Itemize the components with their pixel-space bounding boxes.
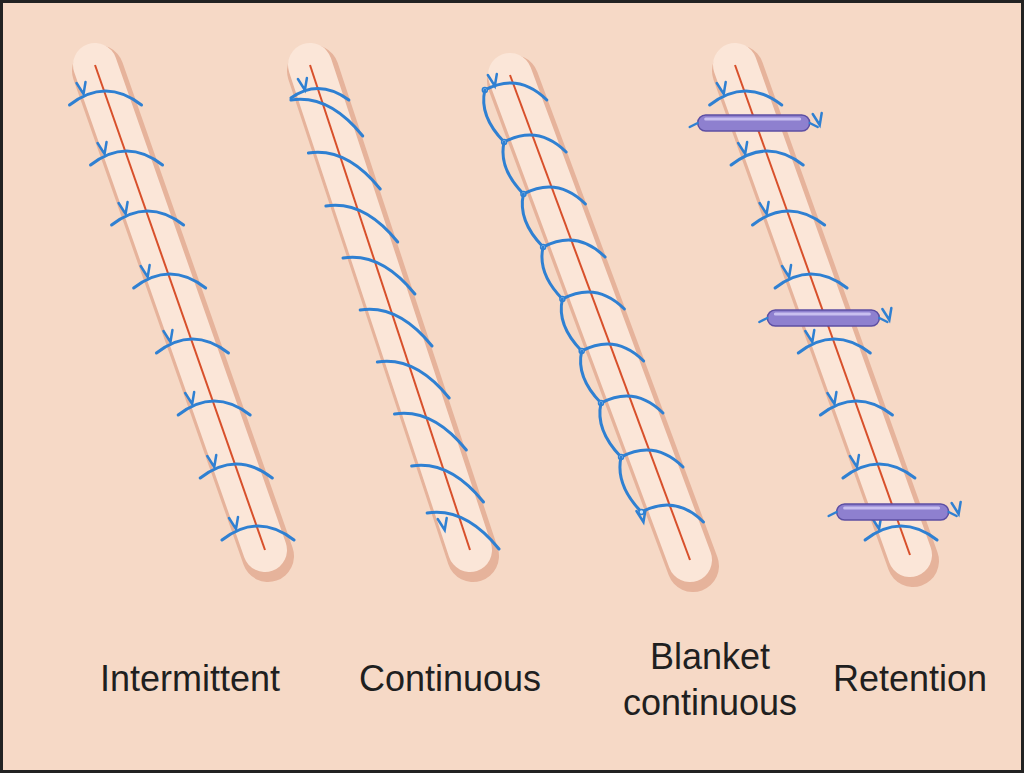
suture-thread bbox=[222, 526, 294, 540]
incision-line bbox=[95, 65, 265, 550]
wound-edge bbox=[310, 65, 470, 550]
suture-thread bbox=[813, 113, 822, 125]
suture-thread bbox=[326, 205, 398, 242]
wound-edge bbox=[510, 75, 690, 560]
suture-thread bbox=[710, 91, 782, 105]
suture-thread bbox=[412, 465, 484, 502]
suture-thread bbox=[562, 292, 624, 309]
suture-thread bbox=[156, 339, 228, 353]
suture-thread bbox=[820, 401, 892, 415]
suture-thread bbox=[738, 142, 747, 154]
suture-thread bbox=[731, 151, 803, 165]
suture-thread bbox=[581, 351, 601, 403]
suture-thread bbox=[503, 142, 523, 194]
suture-thread bbox=[112, 211, 184, 225]
suture-thread bbox=[77, 82, 86, 94]
suture-thread bbox=[879, 318, 887, 322]
suture-thread bbox=[775, 274, 847, 288]
suture-thread bbox=[185, 392, 194, 404]
suture-label: Retention bbox=[810, 656, 1010, 702]
incision-line bbox=[310, 65, 470, 550]
suture-thread bbox=[805, 330, 814, 342]
suture-thread bbox=[438, 518, 447, 530]
suture-thread bbox=[427, 512, 499, 549]
suture-thread bbox=[782, 265, 791, 277]
suture-thread bbox=[488, 74, 497, 86]
suture-thread bbox=[827, 392, 836, 404]
suture-thread bbox=[484, 90, 504, 142]
suture-thread bbox=[620, 457, 642, 512]
suture-thread bbox=[141, 265, 150, 277]
suture-thread bbox=[561, 299, 581, 351]
suture-thread bbox=[882, 308, 891, 320]
bolster-highlight bbox=[706, 118, 800, 121]
suture-thread bbox=[843, 464, 915, 478]
suture-thread bbox=[308, 152, 380, 189]
suture-thread bbox=[810, 123, 818, 127]
wounds bbox=[70, 65, 961, 566]
suture-thread bbox=[291, 99, 363, 136]
suture-thread bbox=[798, 339, 870, 353]
suture-thread bbox=[163, 330, 172, 342]
retention-bolster bbox=[698, 115, 810, 131]
suture-thread bbox=[949, 512, 957, 516]
suture-thread bbox=[621, 450, 683, 467]
suture-thread bbox=[641, 505, 703, 522]
suture-thread bbox=[134, 274, 206, 288]
suture-thread bbox=[394, 413, 466, 450]
suture-thread bbox=[377, 361, 449, 398]
retention-bolster bbox=[837, 504, 949, 520]
suture-thread bbox=[542, 247, 562, 299]
wound-edge bbox=[735, 65, 910, 555]
suture-thread bbox=[717, 82, 726, 94]
suture-thread bbox=[829, 512, 837, 516]
suture-thread bbox=[759, 318, 767, 322]
suture-thread bbox=[522, 194, 543, 247]
bolster-highlight bbox=[845, 507, 939, 510]
suture-thread bbox=[601, 396, 663, 413]
suture-thread bbox=[753, 211, 825, 225]
wound-edge bbox=[95, 65, 265, 550]
suture-label: Intermittent bbox=[60, 656, 320, 702]
retention-bolster bbox=[767, 310, 879, 326]
suture-thread bbox=[523, 187, 585, 204]
suture-thread bbox=[200, 464, 272, 478]
suture-thread bbox=[504, 135, 566, 152]
suture-thread bbox=[207, 455, 216, 467]
thread-loop bbox=[639, 510, 644, 515]
suture-label: Continuous bbox=[320, 656, 580, 702]
incision-line bbox=[735, 65, 910, 555]
suture-thread bbox=[229, 517, 238, 529]
suture-thread bbox=[582, 344, 644, 361]
suture-thread bbox=[91, 151, 163, 165]
suture-thread bbox=[343, 257, 415, 294]
suture-thread bbox=[298, 78, 307, 90]
incision-line bbox=[510, 75, 690, 560]
suture-thread bbox=[543, 240, 605, 257]
suture-thread bbox=[636, 510, 645, 522]
suture-thread bbox=[178, 401, 250, 415]
suture-label: Blanket continuous bbox=[603, 634, 818, 726]
suture-thread bbox=[600, 403, 621, 457]
suture-thread bbox=[690, 123, 698, 127]
suture-thread bbox=[119, 202, 128, 214]
bolster-highlight bbox=[775, 313, 869, 316]
suture-thread bbox=[865, 526, 937, 540]
suture-thread bbox=[952, 502, 961, 514]
suture-thread bbox=[360, 309, 432, 346]
suture-thread bbox=[850, 455, 859, 467]
suture-thread bbox=[98, 142, 107, 154]
suture-thread bbox=[760, 202, 769, 214]
suture-thread bbox=[70, 91, 142, 105]
